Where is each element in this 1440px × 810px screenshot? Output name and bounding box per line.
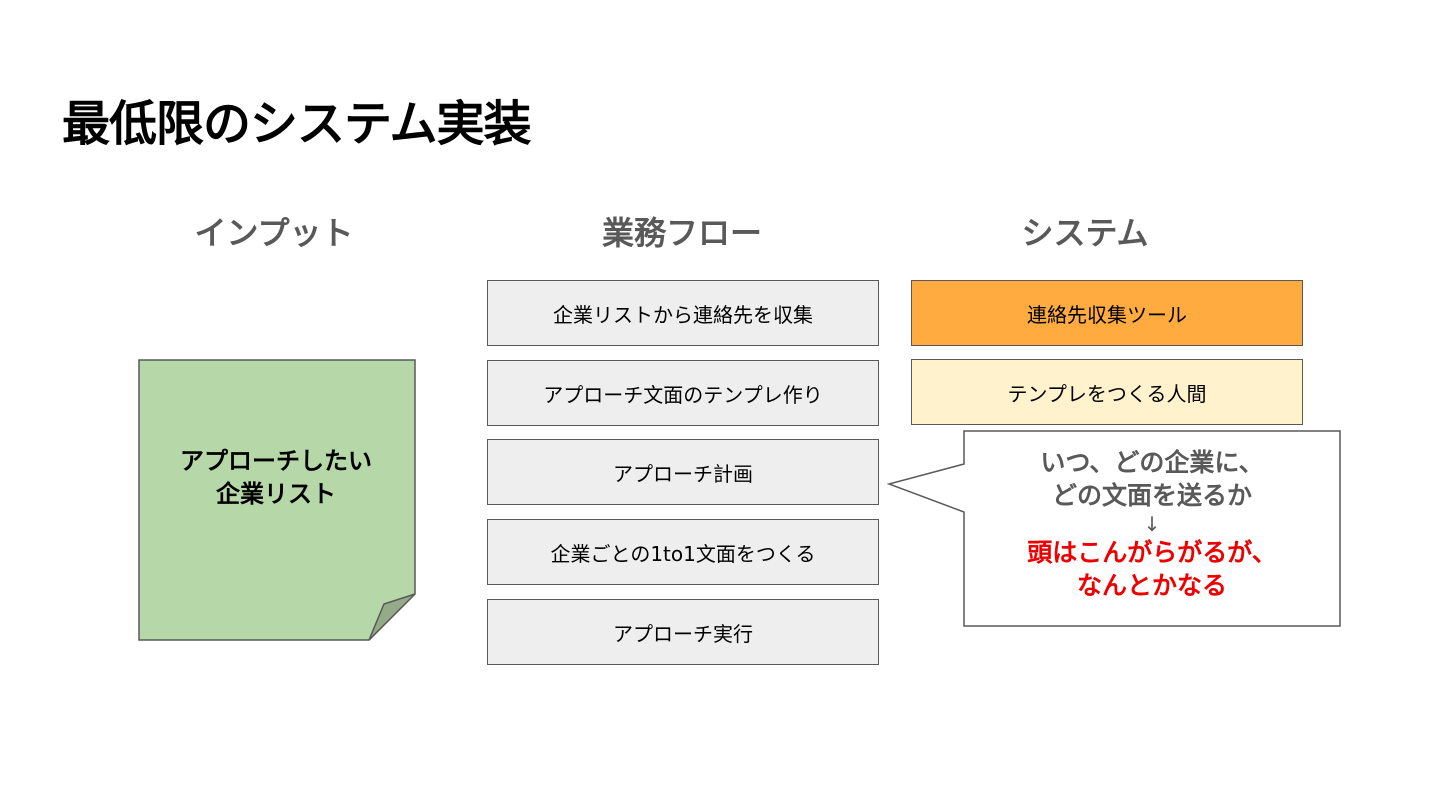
- input-note-line2: 企業リスト: [216, 480, 336, 508]
- system-item-template-human: テンプレをつくる人間: [911, 359, 1303, 425]
- column-header-system: システム: [1021, 214, 1149, 252]
- callout-box: [886, 430, 1341, 627]
- callout-red-line2: なんとかなる: [1076, 571, 1227, 600]
- flow-step-3: アプローチ計画: [487, 439, 879, 505]
- system-item-contact-tool: 連絡先収集ツール: [911, 280, 1303, 346]
- flow-step-4: 企業ごとの1to1文面をつくる: [487, 519, 879, 585]
- callout-line2: どの文面を送るか: [1051, 481, 1252, 510]
- down-arrow-icon: ↓: [1143, 512, 1161, 536]
- flow-step-5: アプローチ実行: [487, 599, 879, 665]
- input-note-line1: アプローチしたい: [180, 447, 372, 475]
- callout-red-line1: 頭はこんがらがるが、: [1027, 538, 1277, 567]
- flow-step-2: アプローチ文面のテンプレ作り: [487, 360, 879, 426]
- callout-text: いつ、どの企業に、 どの文面を送るか ↓ 頭はこんがらがるが、 なんとかなる: [966, 446, 1338, 602]
- callout-line1: いつ、どの企業に、: [1040, 448, 1264, 477]
- column-header-input: インプット: [194, 214, 354, 252]
- input-note-text: アプローチしたい 企業リスト: [140, 445, 412, 511]
- flow-step-1: 企業リストから連絡先を収集: [487, 280, 879, 346]
- page-title: 最低限のシステム実装: [62, 96, 532, 152]
- column-header-flow: 業務フロー: [601, 214, 762, 252]
- sticky-note-fold: [368, 593, 416, 641]
